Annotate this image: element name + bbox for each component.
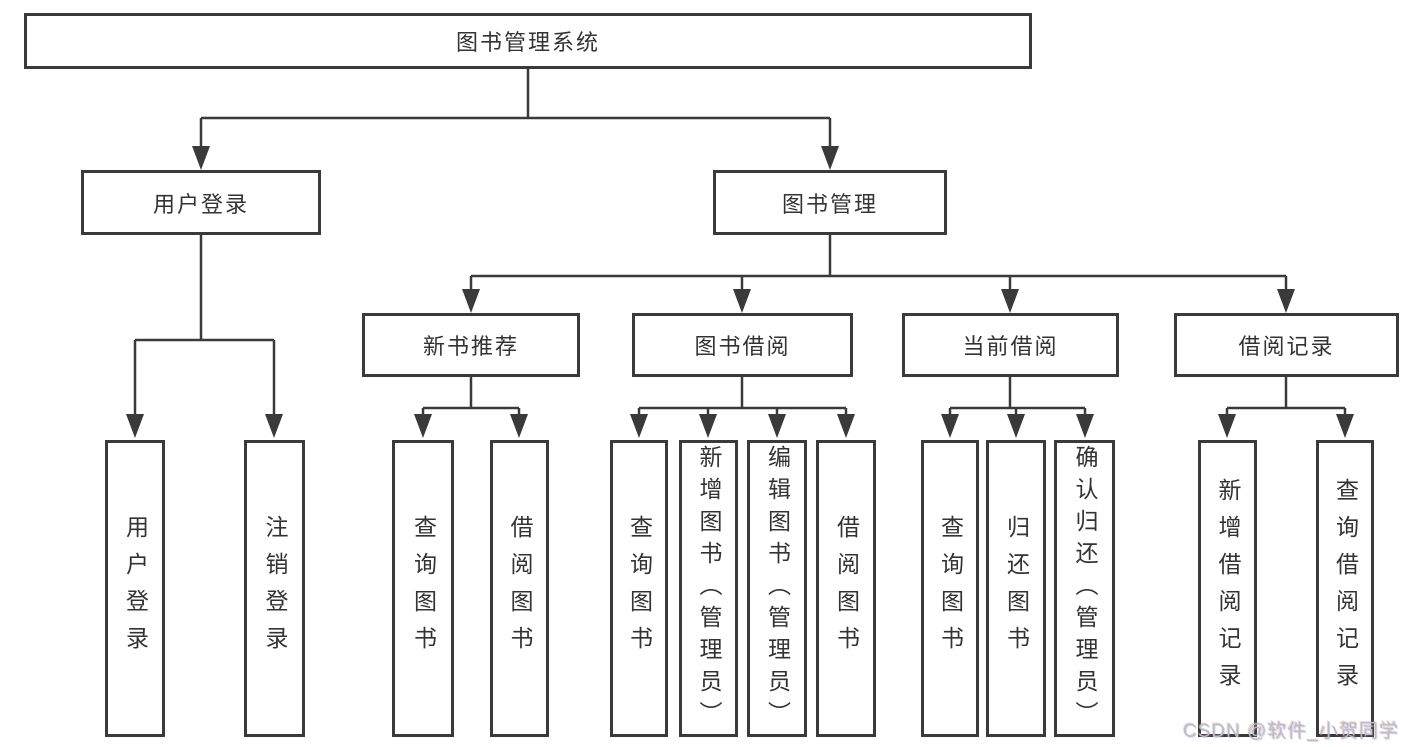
node-label: 借阅记录 bbox=[1238, 334, 1335, 359]
leaf-query-borrow-record: 查询借阅记录 bbox=[1316, 440, 1374, 737]
node-library-management-system: 图书管理系统 bbox=[24, 13, 1032, 69]
leaf-borrow-books-1: 借阅图书 bbox=[490, 440, 549, 737]
leaf-edit-books-admin: 编辑图书（管理员） bbox=[747, 440, 807, 737]
leaf-label: 查询图书 bbox=[410, 514, 437, 663]
node-user-login: 用户登录 bbox=[81, 170, 321, 235]
leaf-label: 用户登录 bbox=[122, 514, 149, 663]
leaf-label: 查询图书 bbox=[626, 514, 653, 663]
node-label: 图书借阅 bbox=[694, 334, 791, 359]
node-book-management: 图书管理 bbox=[713, 170, 947, 235]
leaf-label: 新增图书（管理员） bbox=[696, 444, 722, 733]
node-label: 图书管理系统 bbox=[455, 30, 600, 55]
leaf-query-books-1: 查询图书 bbox=[392, 440, 454, 737]
leaf-label: 新增借阅记录 bbox=[1215, 477, 1241, 700]
leaf-label: 编辑图书（管理员） bbox=[764, 444, 791, 733]
node-current-borrow: 当前借阅 bbox=[902, 313, 1119, 377]
leaf-label: 注销登录 bbox=[262, 514, 288, 663]
leaf-logout: 注销登录 bbox=[244, 440, 305, 737]
leaf-add-books-admin: 新增图书（管理员） bbox=[679, 440, 738, 737]
csdn-watermark: CSDN @软件_小贺同学 bbox=[1183, 721, 1399, 742]
leaf-return-books: 归还图书 bbox=[986, 440, 1046, 737]
leaf-confirm-return-admin: 确认归还（管理员） bbox=[1054, 440, 1115, 737]
node-label: 新书推荐 bbox=[422, 334, 519, 359]
leaf-label: 确认归还（管理员） bbox=[1072, 444, 1098, 733]
leaf-add-borrow-record: 新增借阅记录 bbox=[1198, 440, 1257, 737]
leaf-label: 查询图书 bbox=[937, 514, 964, 663]
node-label: 用户登录 bbox=[152, 191, 249, 217]
node-label: 图书管理 bbox=[781, 191, 878, 217]
node-new-book-recommend: 新书推荐 bbox=[362, 313, 580, 377]
leaf-user-login: 用户登录 bbox=[105, 440, 165, 737]
leaf-label: 借阅图书 bbox=[507, 514, 533, 663]
leaf-borrow-books-2: 借阅图书 bbox=[816, 440, 876, 737]
node-borrow-records: 借阅记录 bbox=[1174, 313, 1399, 377]
leaf-query-books-3: 查询图书 bbox=[921, 440, 979, 737]
leaf-label: 借阅图书 bbox=[833, 514, 860, 663]
leaf-query-books-2: 查询图书 bbox=[610, 440, 668, 737]
node-label: 当前借阅 bbox=[962, 334, 1059, 359]
leaf-label: 归还图书 bbox=[1003, 514, 1030, 663]
leaf-label: 查询借阅记录 bbox=[1332, 477, 1359, 700]
node-book-borrow: 图书借阅 bbox=[632, 313, 853, 377]
